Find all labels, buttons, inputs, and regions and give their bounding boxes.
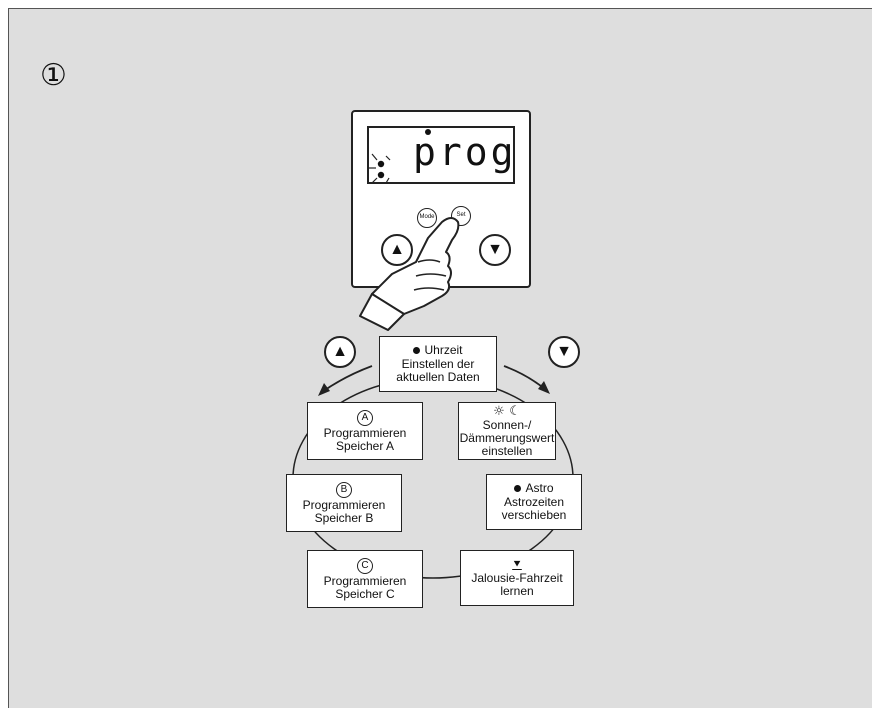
lcd-display: prog — [367, 126, 515, 184]
astro-line-2: verschieben — [501, 508, 567, 522]
menu-box-jalousie: ⯆ Jalousie-Fahrzeit lernen — [460, 550, 574, 606]
sonne-line-3: einstellen — [481, 443, 533, 458]
sonne-line-1: Sonnen-/ — [482, 417, 532, 432]
dot-icon — [413, 347, 421, 354]
uhrzeit-line-1: Einstellen der — [401, 357, 475, 371]
up-button[interactable]: ▲ — [381, 234, 413, 266]
memory-b-icon: B — [336, 481, 352, 498]
astro-title: Astro — [525, 481, 554, 495]
jalousie-line-1: Jalousie-Fahrzeit — [471, 571, 563, 585]
menu-box-astro: Astro Astrozeiten verschieben — [486, 474, 582, 530]
prog-a-line-2: Speicher A — [335, 438, 395, 453]
menu-box-sonne: ☼ ☾ Sonnen-/ Dämmerungswert einstellen — [458, 402, 556, 460]
prog-c-line-2: Speicher C — [335, 586, 395, 601]
step-number: ① — [40, 58, 67, 93]
memory-c-icon: C — [357, 557, 373, 574]
sonne-line-2: Dämmerungswert — [459, 430, 555, 445]
uhrzeit-line-2: aktuellen Daten — [396, 370, 480, 384]
menu-box-prog-b: B Programmieren Speicher B — [286, 474, 402, 532]
jalousie-line-2: lernen — [500, 584, 534, 598]
menu-box-prog-a: A Programmieren Speicher A — [307, 402, 423, 460]
sun-moon-icon: ☼ ☾ — [493, 403, 521, 419]
astro-line-1: Astrozeiten — [503, 495, 565, 509]
menu-box-uhrzeit: Uhrzeit Einstellen der aktuellen Daten — [379, 336, 497, 392]
uhrzeit-title: Uhrzeit — [424, 343, 463, 357]
prog-c-line-1: Programmieren — [323, 573, 407, 588]
menu-up-button[interactable]: ▲ — [324, 336, 356, 368]
jalousie-down-icon: ⯆ — [512, 557, 522, 571]
prog-b-line-2: Speicher B — [314, 510, 374, 525]
menu-box-prog-c: C Programmieren Speicher C — [307, 550, 423, 608]
lcd-text: prog — [413, 130, 517, 174]
dot-icon — [514, 485, 522, 492]
prog-a-line-1: Programmieren — [323, 425, 407, 440]
mode-button[interactable]: Mode — [417, 208, 437, 228]
down-button[interactable]: ▼ — [479, 234, 511, 266]
memory-a-icon: A — [357, 409, 373, 426]
prog-b-line-1: Programmieren — [302, 497, 386, 512]
menu-down-button[interactable]: ▼ — [548, 336, 580, 368]
